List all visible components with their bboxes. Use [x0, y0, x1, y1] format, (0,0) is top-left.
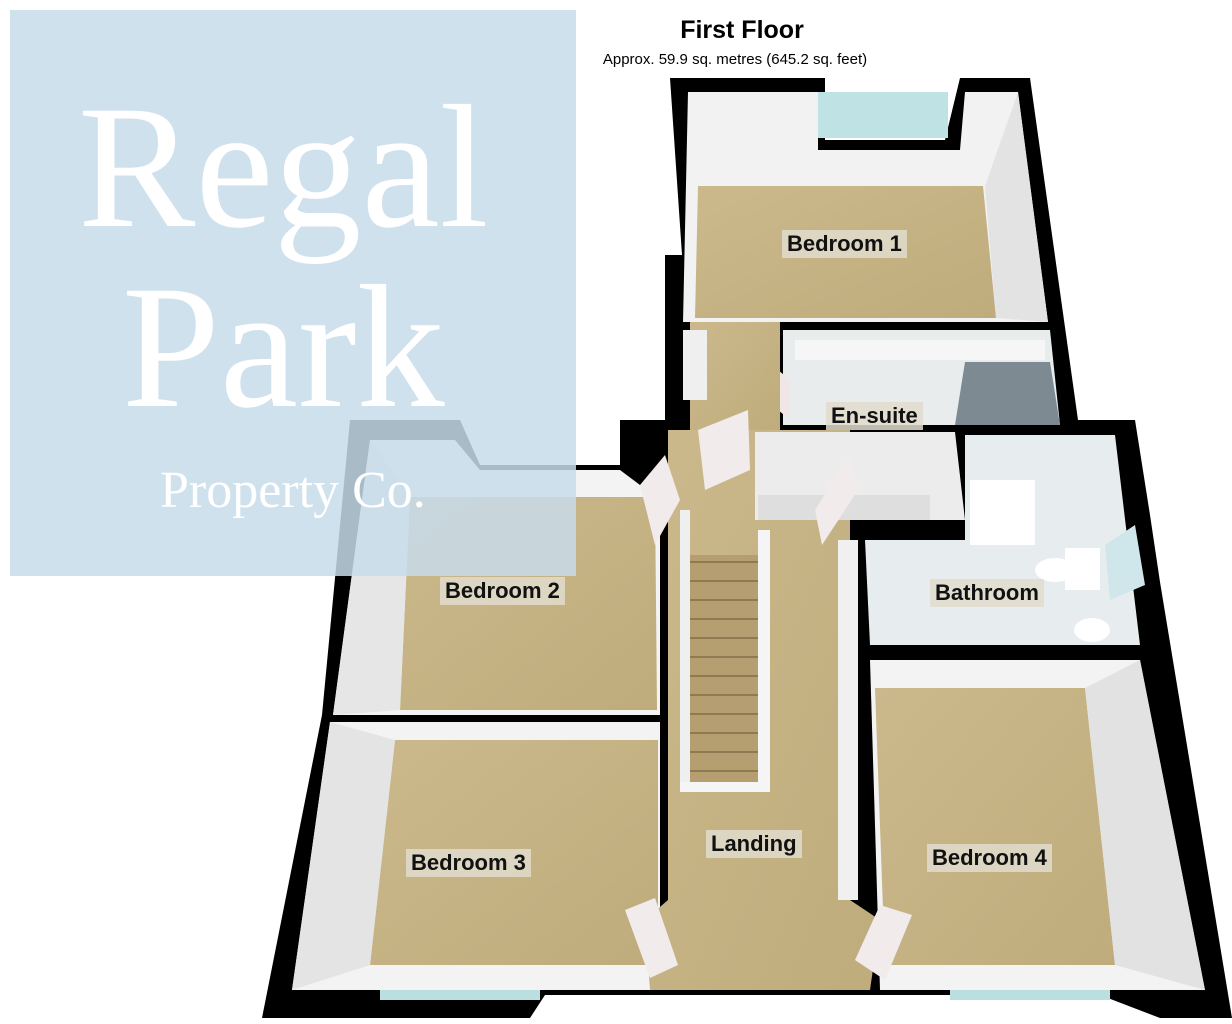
- windows-bottom: [380, 990, 1110, 1000]
- shower-enclosure: [955, 362, 1060, 425]
- bath: [970, 480, 1035, 545]
- label-bathroom: Bathroom: [930, 579, 1044, 607]
- room-landing: [645, 430, 880, 990]
- floor-area: Approx. 59.9 sq. metres (645.2 sq. feet): [602, 51, 868, 68]
- label-bedroom-4: Bedroom 4: [927, 844, 1052, 872]
- logo-text-regal: Regal: [78, 70, 489, 265]
- basin: [1074, 618, 1110, 642]
- doors: [625, 410, 912, 980]
- label-en-suite: En-suite: [826, 402, 923, 430]
- room-bedroom-4: [870, 660, 1205, 990]
- window-bedroom-1: [818, 92, 948, 138]
- room-bedroom-1: [683, 92, 1048, 322]
- label-bedroom-3: Bedroom 3: [406, 849, 531, 877]
- upper-corridor: [683, 322, 780, 430]
- logo-text-property-co: Property Co.: [160, 462, 426, 519]
- staircase: [690, 555, 765, 785]
- floor-title: First Floor: [680, 16, 804, 44]
- cupboard: [755, 432, 965, 520]
- window-bathroom: [1105, 525, 1145, 600]
- watermark-logo: Regal Park Property Co.: [10, 10, 576, 576]
- logo-text-park: Park: [122, 250, 445, 445]
- label-bedroom-2: Bedroom 2: [440, 577, 565, 605]
- stair-steps: [690, 561, 765, 772]
- banister: [758, 530, 770, 790]
- label-bedroom-1: Bedroom 1: [782, 230, 907, 258]
- toilet: [1065, 548, 1100, 590]
- label-landing: Landing: [706, 830, 802, 858]
